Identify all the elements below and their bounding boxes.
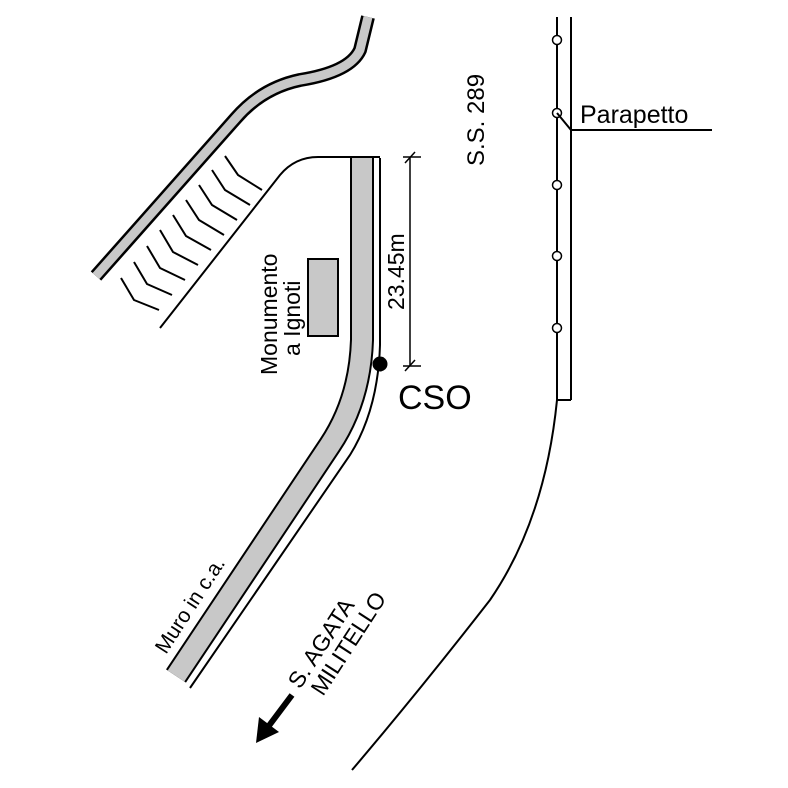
parapet-label: Parapetto (580, 101, 688, 129)
embankment-hatching (120, 155, 263, 311)
parapet-posts (551, 34, 563, 334)
road-parapet-edge (351, 17, 572, 771)
parapet-post (551, 250, 563, 262)
dimension-line (403, 151, 421, 372)
main-wall (166, 158, 381, 689)
parapet-post (551, 322, 563, 334)
direction-arrow-icon (256, 693, 295, 743)
road-label: S.S. 289 (463, 74, 490, 166)
cso-label: CSO (398, 379, 472, 417)
parapet-post (551, 34, 563, 46)
monument-label-line1: Monumento (256, 254, 282, 375)
upper-wall (90, 15, 375, 281)
parapet-post (551, 179, 563, 191)
monument-block (307, 258, 339, 337)
monument-label-line2: a Ignoti (279, 281, 305, 356)
distance-label: 23.45m (383, 233, 409, 310)
parapet-leader (556, 112, 712, 131)
embankment-edge (159, 156, 380, 329)
cso-point-icon (372, 356, 388, 372)
